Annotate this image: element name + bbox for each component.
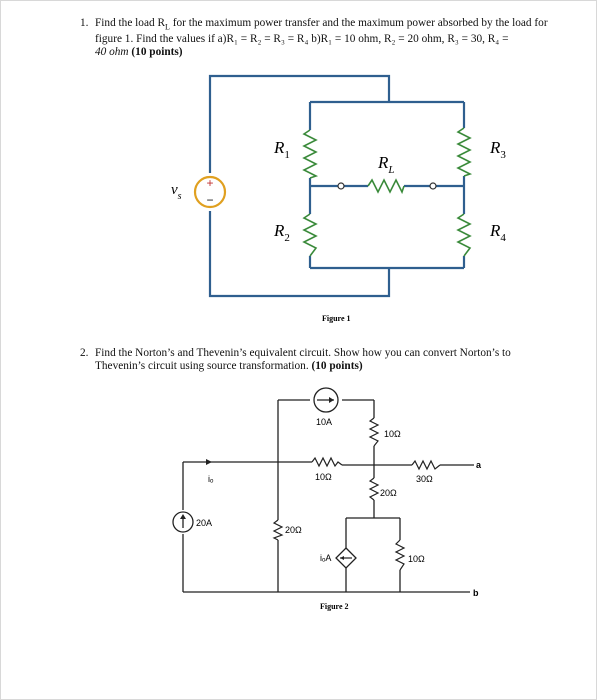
svg-text:−: − [206, 193, 213, 207]
label-r2: R2 [273, 221, 290, 244]
terminal-b-label: b [473, 588, 479, 598]
label-r-right-horizontal: 30Ω [416, 474, 433, 484]
resistor-top-vertical [368, 417, 380, 447]
terminal-left [337, 182, 345, 190]
figure-2-wires [182, 399, 474, 593]
resistor-r1 [302, 129, 319, 179]
label-r4: R4 [489, 221, 506, 244]
figure-1-wires [208, 74, 466, 298]
figure-2-caption: Figure 2 [320, 602, 349, 611]
label-r-left-vertical: 20Ω [285, 525, 302, 535]
resistor-center-vertical [368, 477, 380, 501]
question-1: 1. Find the load RL for the maximum powe… [80, 17, 575, 59]
label-rl: RL [377, 153, 395, 176]
voltage-source: + − [193, 175, 227, 209]
resistor-right-horizontal [411, 459, 441, 471]
question-2: 2. Find the Norton’s and Thevenin’s equi… [80, 347, 575, 373]
label-r-top-vertical: 10Ω [384, 429, 401, 439]
resistor-bottom-vertical [394, 539, 406, 571]
current-source-10a [313, 387, 339, 413]
label-vs: vs [171, 182, 182, 202]
dependent-source [335, 547, 357, 569]
label-r1: R1 [273, 138, 290, 161]
label-20a: 20A [196, 518, 212, 528]
question-1-text: Find the load RL for the maximum power t… [95, 17, 575, 59]
question-1-line-3: 40 ohm (10 points) [95, 46, 183, 59]
label-r-center-vertical: 20Ω [380, 488, 397, 498]
question-1-number: 1. [80, 17, 89, 29]
figure-1-circuit: + − vs R1 R2 R3 R4 RL Figure 1 [171, 74, 506, 323]
label-dep-source: iₒA [320, 553, 331, 563]
question-1-line-1: Find the load RL for the maximum power t… [95, 17, 548, 32]
label-r-bottom-vertical: 10Ω [408, 554, 425, 564]
current-arrow [206, 459, 212, 465]
resistor-r2 [302, 213, 318, 257]
label-r-mid-horizontal: 10Ω [315, 472, 332, 482]
resistor-rl [367, 178, 405, 195]
current-source-20a [172, 511, 194, 533]
question-1-line-2: figure 1. Find the values if a)R₁ = R₂ =… [95, 33, 509, 46]
label-r3: R3 [489, 138, 506, 161]
label-io: iₒ [208, 474, 214, 484]
figure-2-circuit: 10A 20A iₒA iₒ 10Ω 10Ω 30Ω 20Ω 20Ω 10Ω a… [172, 387, 482, 611]
svg-text:+: + [206, 176, 213, 190]
question-2-text: Find the Norton’s and Thevenin’s equival… [95, 347, 575, 373]
resistor-left-vertical [272, 519, 284, 541]
resistor-mid-horizontal [311, 456, 343, 468]
resistor-r4 [456, 213, 472, 257]
terminal-right [429, 182, 437, 190]
question-2-line-2: Thevenin’s circuit using source transfor… [95, 360, 363, 372]
resistor-r3 [456, 127, 473, 177]
terminal-a-label: a [476, 460, 482, 470]
question-2-line-1: Find the Norton’s and Thevenin’s equival… [95, 347, 511, 359]
question-2-number: 2. [80, 347, 89, 359]
label-10a: 10A [316, 417, 332, 427]
figure-1-caption: Figure 1 [322, 314, 351, 323]
